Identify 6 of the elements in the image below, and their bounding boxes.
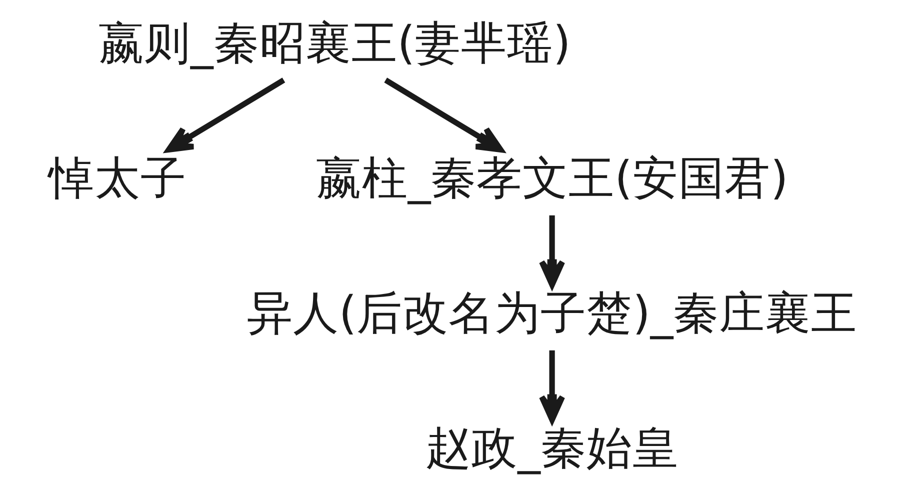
node-text: 嬴则_秦昭襄王(妻芈瑶) [98,16,570,70]
node-text: 异人(后改名为子楚)_秦庄襄王 [246,286,857,340]
arrow [165,78,285,152]
node-text: 悼太子 [48,152,186,205]
node-text: 嬴柱_秦孝文王(安国君) [315,152,788,205]
node-text: 赵政_秦始皇 [425,422,678,475]
